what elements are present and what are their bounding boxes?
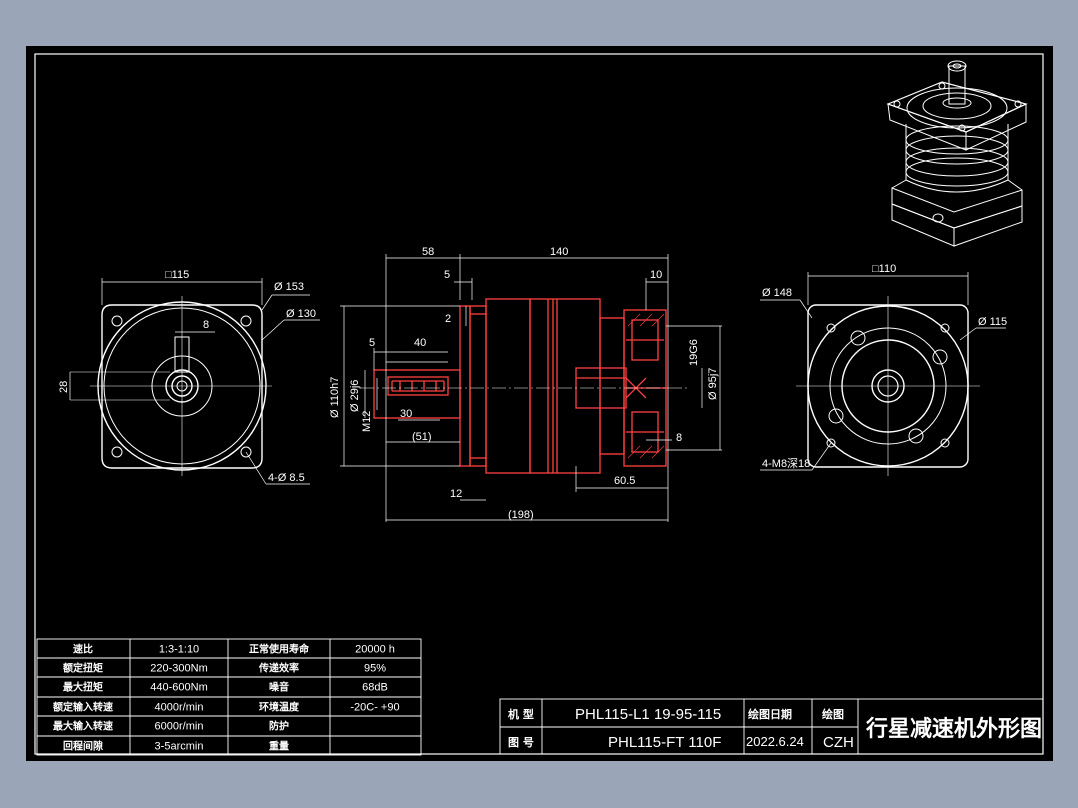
right-corner-tr xyxy=(940,323,950,333)
spec-cell-label2: 正常使用寿命 xyxy=(249,643,310,656)
left-dim-square: □115 xyxy=(165,269,189,281)
right-corner-br xyxy=(940,438,950,448)
spec-table-rows: 速比 1:3-1:10 正常使用寿命 20000 h 额定扭矩 220-300Nm 传递效率… xyxy=(53,643,400,753)
model-value: PHL115-L1 19-95-115 xyxy=(575,706,721,723)
sec-dim-40: 40 xyxy=(414,337,426,349)
right-corner-tl xyxy=(826,323,836,333)
left-dim-130: Ø 130 xyxy=(286,308,316,320)
sec-dim-198: (198) xyxy=(508,509,534,521)
right-corner-bl xyxy=(826,438,836,448)
drawing-title: 行星减速机外形图 xyxy=(865,716,1042,742)
spec-cell-value1: 3-5arcmin xyxy=(155,741,204,753)
spec-cell-value2: 20000 h xyxy=(355,644,395,656)
sec-dim-51: (51) xyxy=(412,431,432,443)
right-dim-square: □110 xyxy=(872,263,896,275)
spec-cell-value2: -20C- +90 xyxy=(350,702,399,714)
spec-cell-label1: 额定输入转速 xyxy=(53,701,113,714)
spec-cell-value2: 68dB xyxy=(362,682,388,694)
left-dim-key: 8 xyxy=(203,319,209,331)
drawer-value: CZH xyxy=(823,734,854,751)
spec-cell-label1: 最大扭矩 xyxy=(63,681,103,694)
spec-cell-label1: 最大输入转速 xyxy=(53,720,113,733)
right-hole-b xyxy=(932,349,948,365)
spec-cell-label1: 回程间隙 xyxy=(63,740,103,753)
drawing-label: 图 号 xyxy=(508,736,534,749)
right-dim-115: Ø 115 xyxy=(978,316,1007,328)
spec-cell-value1: 440-600Nm xyxy=(150,682,207,694)
spec-cell-value2: 95% xyxy=(364,663,386,675)
spec-cell-value1: 6000r/min xyxy=(155,721,204,733)
spec-cell-value1: 1:3-1:10 xyxy=(159,644,199,656)
left-hole-tl xyxy=(111,315,123,327)
spec-cell-value1: 220-300Nm xyxy=(150,663,207,675)
date-label: 绘图日期 xyxy=(748,707,792,721)
right-hole-d xyxy=(908,428,924,444)
model-label: 机 型 xyxy=(508,707,534,721)
left-dim-shaft: 28 xyxy=(58,381,70,393)
drawer-label: 绘图 xyxy=(822,707,844,721)
spec-table-grid xyxy=(36,638,422,756)
spec-cell-label2: 重量 xyxy=(269,740,289,753)
right-hole-c xyxy=(828,408,844,424)
isometric-gearbox xyxy=(886,60,1028,247)
sec-dim-110h7: Ø 110h7 xyxy=(329,377,341,418)
left-dim-holes: 4-Ø 8.5 xyxy=(268,472,305,484)
section-view xyxy=(340,254,722,522)
drawing-value: PHL115-FT 110F xyxy=(608,734,721,751)
spec-cell-label2: 噪音 xyxy=(269,681,289,694)
right-hole-a xyxy=(850,330,866,346)
left-flange-outline xyxy=(101,304,263,469)
sec-dim-8: 8 xyxy=(676,432,682,444)
sec-dim-19g6: 19G6 xyxy=(688,339,700,366)
sec-dim-2: 2 xyxy=(445,313,451,325)
spec-cell-label2: 环境温度 xyxy=(259,701,300,714)
sec-dim-29j6: Ø 29j6 xyxy=(349,380,361,412)
sec-dim-5b: 5 xyxy=(369,337,375,349)
right-dim-holes: 4-M8深18 xyxy=(762,457,810,470)
sec-dim-10: 10 xyxy=(650,269,662,281)
spec-cell-value1: 4000r/min xyxy=(155,702,204,714)
right-dim-148: Ø 148 xyxy=(762,287,792,299)
sec-dim-30: 30 xyxy=(400,408,412,420)
right-view xyxy=(760,272,1006,476)
spec-cell-label1: 速比 xyxy=(73,643,93,656)
sec-dim-140: 140 xyxy=(550,246,568,258)
sec-dim-58: 58 xyxy=(422,246,434,258)
spec-cell-label2: 防护 xyxy=(269,720,289,733)
drawing-sheet xyxy=(26,46,1053,761)
title-block-grid xyxy=(499,698,1044,755)
spec-cell-label2: 传递效率 xyxy=(258,662,299,675)
sec-dim-5: 5 xyxy=(444,269,450,281)
output-shaft-key xyxy=(387,376,449,396)
sec-dim-95j7: Ø 95j7 xyxy=(707,368,719,400)
sec-dim-12: 12 xyxy=(450,488,462,500)
left-dim-153: Ø 153 xyxy=(274,281,304,293)
date-value: 2022.6.24 xyxy=(746,734,804,749)
left-hole-bl xyxy=(111,446,123,458)
left-view xyxy=(69,278,320,485)
sec-dim-m12: M12 xyxy=(361,411,373,432)
spec-cell-label1: 额定扭矩 xyxy=(63,662,103,675)
sec-dim-60-5: 60.5 xyxy=(614,475,635,487)
left-hole-br xyxy=(240,446,252,458)
left-hole-tr xyxy=(240,315,252,327)
